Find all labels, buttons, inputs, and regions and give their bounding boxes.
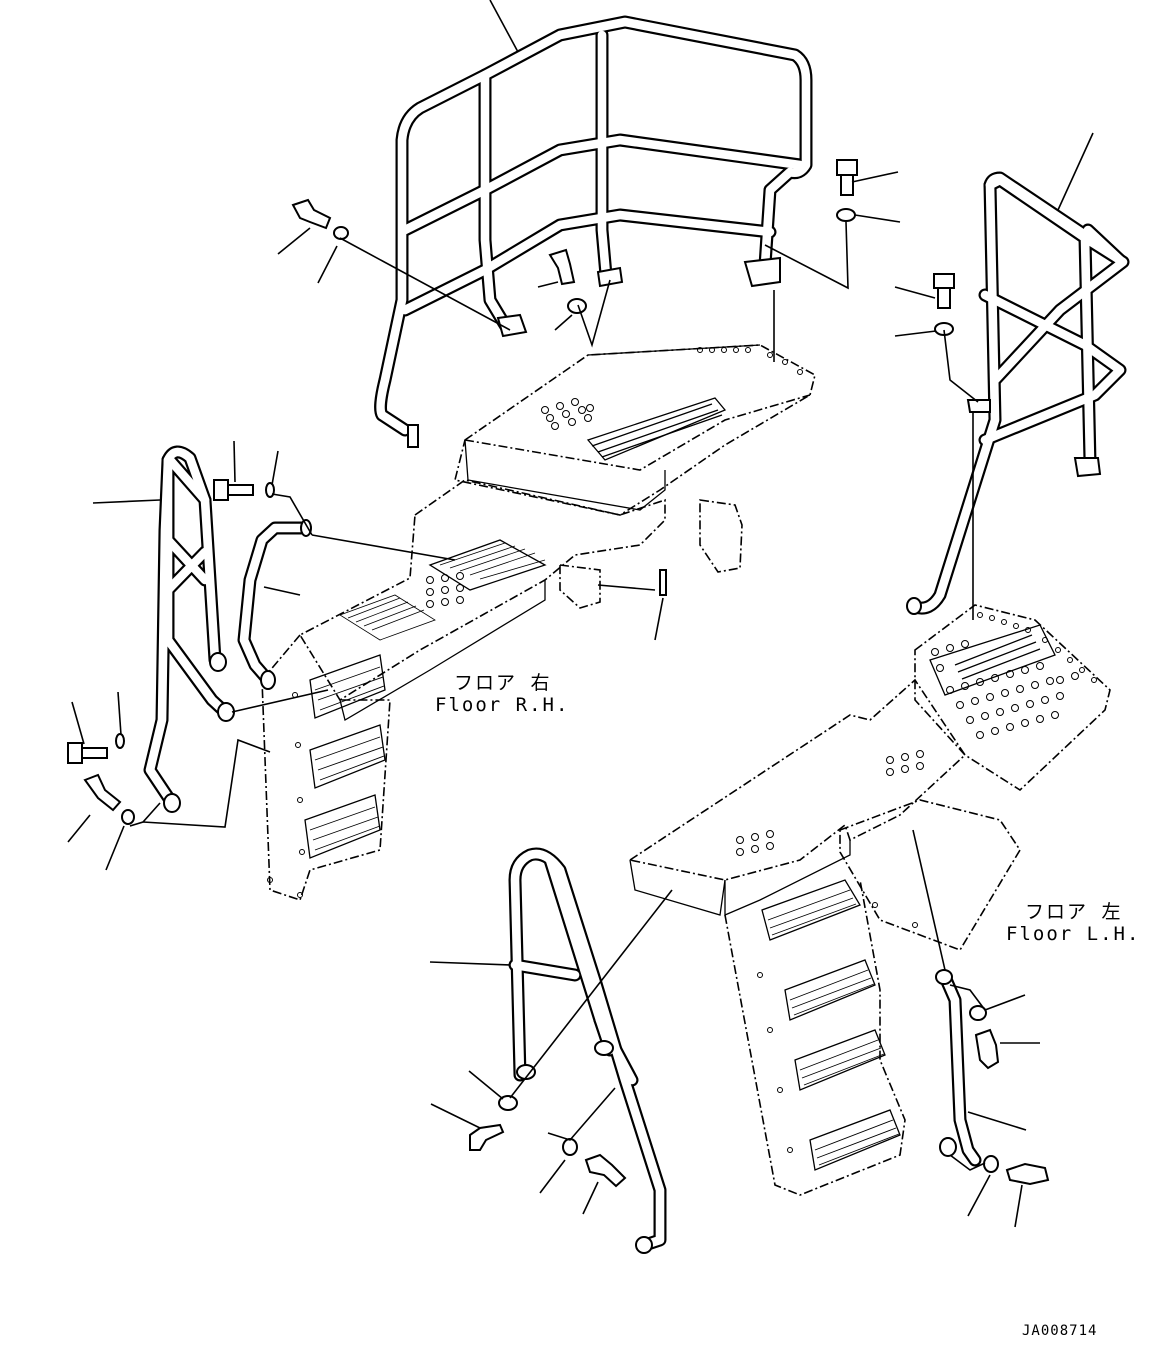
bolts-lh-short <box>969 1005 1050 1186</box>
floor-lh-label-jp: フロア 左 <box>1025 901 1123 923</box>
bolt-top-left <box>291 198 349 240</box>
bolts-left <box>67 479 667 825</box>
leader-lines <box>67 0 1094 1228</box>
right-handrail <box>906 171 1130 615</box>
lh-short-handrail <box>935 969 982 1167</box>
bolt-top-right <box>836 159 858 222</box>
bolts-center <box>469 1095 627 1188</box>
floor-lh <box>627 604 1111 1196</box>
floor-lh-label-en: Floor L.H. <box>1006 923 1141 945</box>
floor-rh <box>261 344 816 902</box>
left-handrail-inner <box>237 519 312 690</box>
bolt-right-handrail <box>933 273 955 336</box>
drawing-code: JA008714 <box>1022 1323 1098 1339</box>
bolt-top-center <box>548 248 587 314</box>
floor-rh-label-jp: フロア 右 <box>454 672 552 694</box>
left-handrail-outer <box>143 445 235 813</box>
center-handrail <box>508 847 667 1254</box>
top-handrail <box>374 15 813 448</box>
floor-rh-label-en: Floor R.H. <box>435 694 570 716</box>
